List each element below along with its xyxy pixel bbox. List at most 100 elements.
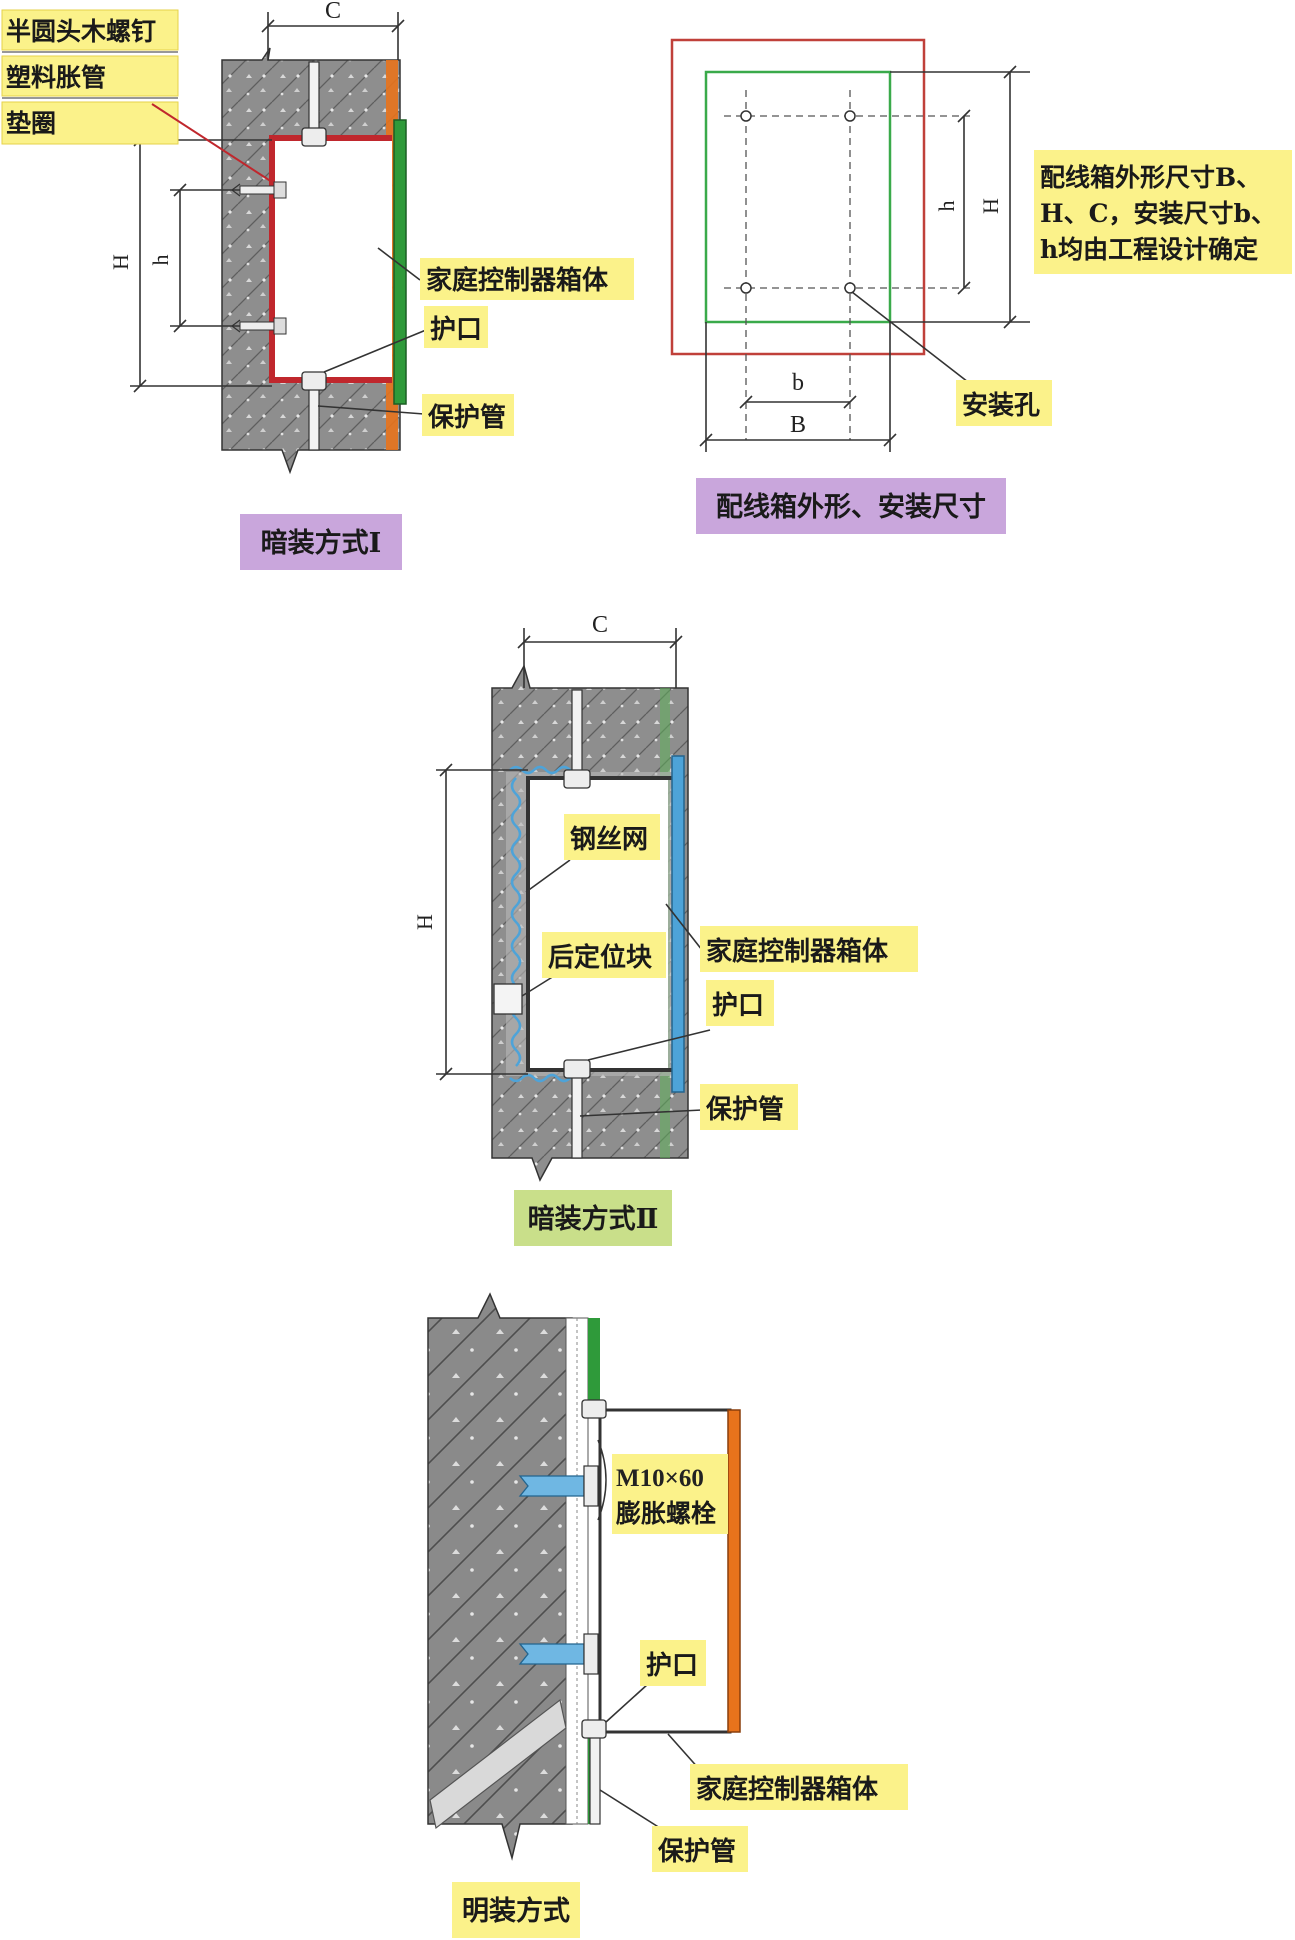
box-front-panel	[393, 119, 407, 405]
expansion-bolt-upper	[518, 1439, 607, 1521]
diagram-concealed-type-2: C H 钢丝网 后定位块 家庭控制器箱体 护口 保护管 暗装方式Ⅱ	[412, 612, 918, 1246]
note-line-1: 配线箱外形尺寸B、	[1040, 163, 1261, 192]
diagram-box-dimensions: h H b B 配线箱外形尺寸B、 H、C，安	[670, 38, 1292, 534]
caption-bg	[240, 514, 402, 570]
dim-c-label: C	[592, 612, 608, 638]
conduit-top	[571, 689, 583, 779]
dim-c-label: C	[325, 0, 341, 24]
label-mesh-bg	[564, 814, 660, 860]
caption-surface-mount: 明装方式	[462, 1895, 570, 1927]
bushing-top	[581, 1399, 607, 1419]
callout-leader	[151, 103, 273, 183]
leader-box	[377, 247, 421, 281]
conduit-bottom	[571, 1069, 583, 1159]
label-bushing: 护口	[646, 1651, 698, 1681]
mesh-left	[510, 777, 522, 1067]
label-expansion-bolt: 膨胀螺栓	[616, 1499, 716, 1528]
box-inner-outline	[704, 70, 892, 324]
diagram-concealed-type-1: C H h 半圆头木螺钉 塑料胀管 垫	[1, 0, 634, 570]
dim-h-outer-label: H	[978, 198, 1003, 214]
leader-conduit	[579, 1109, 703, 1117]
leader-block	[521, 975, 555, 997]
label-box-bg	[700, 926, 918, 972]
leader-mesh	[525, 859, 571, 893]
label-conduit: 保护管	[657, 1837, 736, 1867]
label-box-bg	[690, 1764, 908, 1810]
caption-bg	[696, 478, 1006, 534]
box-recess	[272, 138, 392, 380]
label-bolt-bg	[612, 1454, 728, 1534]
note-bg	[1034, 150, 1292, 274]
caption-bg	[452, 1882, 580, 1938]
dim-h-label: H	[412, 914, 437, 930]
note-line-2: H、C，安装尺寸b、	[1040, 199, 1276, 228]
dimension-h-inner: h	[148, 183, 240, 333]
label-bolt-spec: M10×60	[616, 1465, 704, 1492]
leader-conduit	[317, 405, 425, 415]
label-hole-bg	[956, 380, 1052, 426]
mesh-bottom	[509, 1073, 571, 1083]
diagram-surface-mount: M10×60 膨胀螺栓 护口 家庭控制器箱体 保护管 明装方式	[427, 1292, 908, 1938]
leader-bushing	[323, 329, 427, 373]
caption-concealed-type-1: 暗装方式Ⅰ	[261, 527, 382, 559]
callout-washer: 垫圈	[6, 109, 56, 138]
label-mounting-hole: 安装孔	[962, 391, 1040, 421]
bushing-bottom	[563, 1059, 591, 1079]
label-bushing-bg	[640, 1640, 706, 1686]
callout-wood-screw: 半圆头木螺钉	[6, 17, 156, 46]
dimension-h-outer: H	[890, 65, 1030, 329]
label-block-bg	[542, 932, 666, 978]
dimension-b-outer: B	[699, 322, 897, 452]
wood-screw-upper	[231, 181, 287, 199]
leader-conduit	[599, 1789, 661, 1829]
wall-skin-top	[588, 1318, 600, 1410]
wall-block-detail	[429, 1698, 567, 1830]
caption-bg	[514, 1190, 672, 1246]
dimension-c: C	[517, 612, 683, 688]
leader-hole	[851, 291, 969, 383]
caption-concealed-type-2: 暗装方式Ⅱ	[528, 1203, 659, 1235]
box-body-outline	[269, 135, 392, 383]
label-controller-box: 家庭控制器箱体	[706, 936, 889, 967]
mounting-centerlines	[724, 90, 970, 440]
callout-plastic-anchor: 塑料胀管	[6, 63, 106, 92]
conduit-top	[308, 61, 320, 139]
rear-positioning-block	[493, 983, 523, 1015]
callout-stack: 半圆头木螺钉 塑料胀管 垫圈	[1, 9, 273, 183]
mounting-holes	[740, 110, 856, 294]
label-steel-mesh: 钢丝网	[570, 825, 648, 855]
label-conduit: 保护管	[427, 403, 506, 433]
bushing-bottom	[301, 371, 327, 391]
dim-b-outer-label: B	[790, 412, 806, 438]
dim-h-inner-label: h	[148, 255, 173, 266]
bushing-top	[301, 127, 327, 147]
box-body-outline	[526, 776, 674, 1072]
label-bushing-bg	[424, 306, 488, 348]
box-front-panel	[671, 755, 685, 1093]
note-line-3: h均由工程设计确定	[1040, 235, 1258, 264]
leader-bushing	[605, 1683, 649, 1723]
expansion-bolt-lower	[518, 1633, 599, 1675]
label-conduit: 保护管	[705, 1095, 784, 1125]
dim-b-inner-label: b	[792, 370, 804, 396]
leader-bushing	[587, 1029, 711, 1061]
caption-box-dimensions: 配线箱外形、安装尺寸	[716, 491, 986, 523]
label-controller-box: 家庭控制器箱体	[696, 1774, 879, 1805]
conduit-bottom	[589, 1731, 601, 1825]
box-front-panel	[727, 1409, 741, 1733]
dimension-h: H	[412, 763, 528, 1081]
dimension-c: C	[261, 0, 405, 60]
label-conduit-bg	[652, 1826, 748, 1872]
label-box-bg	[420, 258, 634, 300]
label-bushing-bg	[706, 980, 774, 1026]
dimension-h-inner: h	[934, 109, 971, 295]
leader-box	[665, 903, 703, 951]
label-conduit-bg	[700, 1084, 798, 1130]
bushing-top	[563, 769, 591, 789]
label-bushing: 护口	[712, 991, 764, 1021]
label-bushing: 护口	[430, 315, 482, 345]
dim-h-outer-label: H	[108, 254, 133, 270]
dimension-b-inner: b	[739, 370, 857, 409]
label-positioning-block: 后定位块	[548, 942, 652, 973]
